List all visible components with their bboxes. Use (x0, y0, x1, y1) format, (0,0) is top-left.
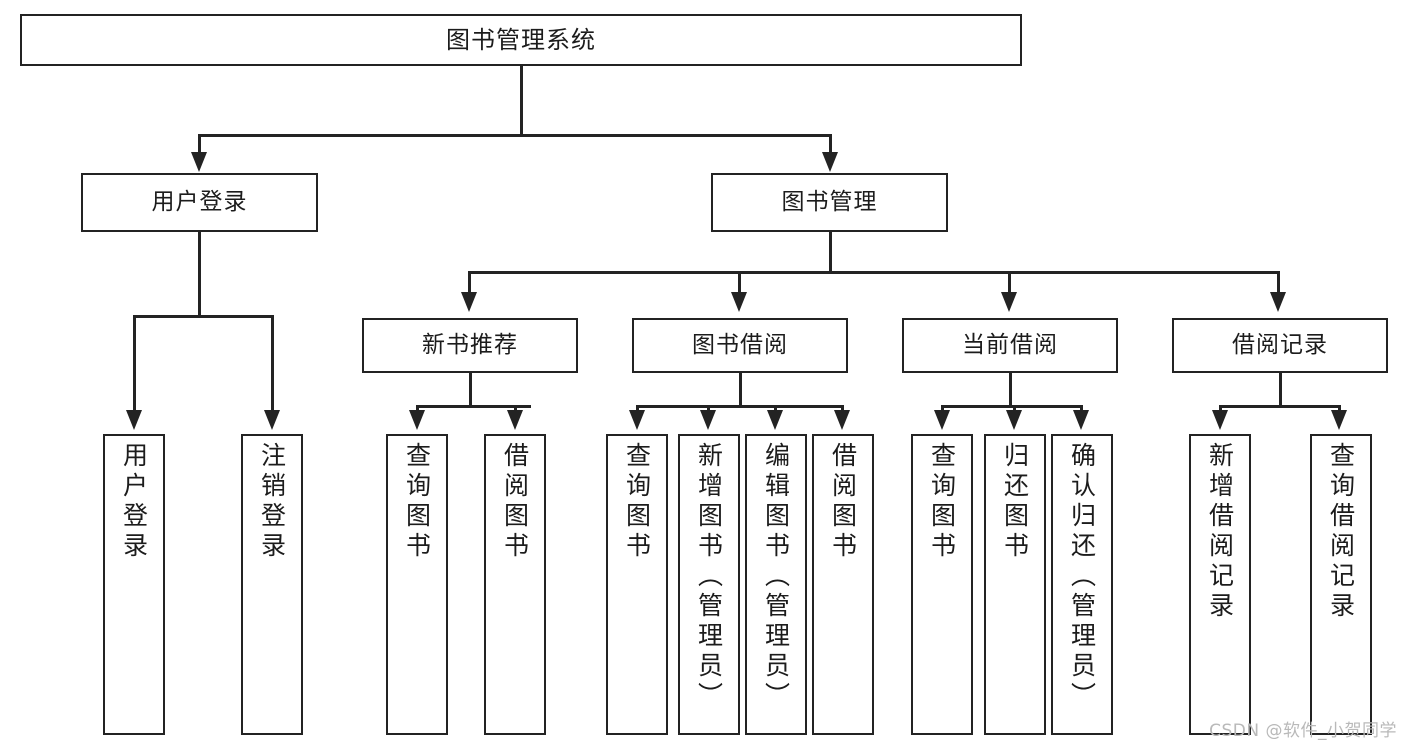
node-leaf-borrow-book-1[interactable]: 借阅图书 (484, 434, 546, 735)
node-label: 新增图书（管理员） (694, 442, 724, 712)
node-label: 用户登录 (151, 188, 248, 215)
connector-bb-bus (636, 405, 844, 408)
arrow-to-leaf-query-book-3 (934, 410, 950, 430)
connector-nbr-bus (416, 405, 531, 408)
node-label: 归还图书 (1000, 442, 1030, 562)
connector-br-leg-2 (1338, 405, 1341, 413)
arrow-to-borrow-record (1270, 292, 1286, 312)
node-leaf-borrow-book-2[interactable]: 借阅图书 (812, 434, 874, 735)
node-label: 借阅图书 (500, 442, 530, 562)
node-label: 编辑图书（管理员） (761, 442, 791, 712)
connector-user-login-leg-2 (271, 315, 274, 413)
arrow-to-leaf-confirm-return (1073, 410, 1089, 430)
node-label: 查询图书 (402, 442, 432, 562)
connector-bb-stem (739, 373, 742, 408)
node-label: 用户登录 (119, 442, 149, 562)
connector-root-bus (198, 134, 832, 137)
watermark-text: CSDN @软件_小贺同学 (1209, 721, 1397, 741)
connector-br-bus (1219, 405, 1341, 408)
node-leaf-query-book-1[interactable]: 查询图书 (386, 434, 448, 735)
arrow-to-leaf-query-book-2 (629, 410, 645, 430)
connector-bm-leg-4 (1277, 271, 1280, 295)
arrow-to-new-book-recommend (461, 292, 477, 312)
connector-cb-leg-3 (1080, 405, 1083, 413)
arrow-to-leaf-edit-book (767, 410, 783, 430)
arrow-to-book-management (822, 152, 838, 172)
node-label: 确认归还（管理员） (1067, 442, 1097, 712)
node-current-borrow[interactable]: 当前借阅 (902, 318, 1118, 373)
node-user-login[interactable]: 用户登录 (81, 173, 318, 232)
node-new-book-recommend[interactable]: 新书推荐 (362, 318, 578, 373)
node-leaf-return-book[interactable]: 归还图书 (984, 434, 1046, 735)
connector-bm-leg-1 (468, 271, 471, 295)
node-label: 借阅记录 (1232, 331, 1328, 358)
arrow-to-leaf-add-book (700, 410, 716, 430)
arrow-to-leaf-user-login (126, 410, 142, 430)
node-label: 查询图书 (927, 442, 957, 562)
connector-cb-bus (941, 405, 1083, 408)
node-leaf-query-record[interactable]: 查询借阅记录 (1310, 434, 1372, 735)
arrow-to-book-borrow (731, 292, 747, 312)
node-book-borrow[interactable]: 图书借阅 (632, 318, 848, 373)
node-label: 当前借阅 (962, 331, 1058, 358)
arrow-to-user-login (191, 152, 207, 172)
connector-root-leg-left (198, 134, 201, 156)
node-root-system[interactable]: 图书管理系统 (20, 14, 1022, 66)
node-book-management[interactable]: 图书管理 (711, 173, 948, 232)
connector-nbr-stem (469, 373, 472, 408)
connector-book-management-stem (829, 232, 832, 274)
arrow-to-leaf-user-logout (264, 410, 280, 430)
arrow-to-leaf-query-record (1331, 410, 1347, 430)
connector-book-management-bus (468, 271, 1280, 274)
arrow-to-leaf-add-record (1212, 410, 1228, 430)
connector-bb-leg-2 (707, 405, 710, 413)
node-leaf-user-login[interactable]: 用户登录 (103, 434, 165, 735)
connector-cb-leg-2 (1013, 405, 1016, 413)
arrow-to-current-borrow (1001, 292, 1017, 312)
connector-bm-leg-2 (738, 271, 741, 295)
connector-root-stem (520, 66, 523, 136)
arrow-to-leaf-query-book-1 (409, 410, 425, 430)
connector-bm-leg-3 (1008, 271, 1011, 295)
arrow-to-leaf-borrow-book-1 (507, 410, 523, 430)
connector-nbr-leg-1 (416, 405, 419, 413)
connector-root-leg-right (829, 134, 832, 156)
node-label: 新书推荐 (422, 331, 518, 358)
connector-user-login-leg-1 (133, 315, 136, 413)
node-leaf-confirm-return[interactable]: 确认归还（管理员） (1051, 434, 1113, 735)
node-label: 新增借阅记录 (1205, 442, 1235, 622)
node-leaf-query-book-2[interactable]: 查询图书 (606, 434, 668, 735)
connector-br-stem (1279, 373, 1282, 408)
node-borrow-record[interactable]: 借阅记录 (1172, 318, 1388, 373)
connector-bb-leg-1 (636, 405, 639, 413)
node-label: 注销登录 (257, 442, 287, 562)
connector-bb-leg-4 (841, 405, 844, 413)
node-leaf-add-record[interactable]: 新增借阅记录 (1189, 434, 1251, 735)
node-label: 查询借阅记录 (1326, 442, 1356, 622)
arrow-to-leaf-borrow-book-2 (834, 410, 850, 430)
connector-user-login-stem (198, 232, 201, 318)
connector-cb-stem (1009, 373, 1012, 408)
connector-bb-leg-3 (774, 405, 777, 413)
node-label: 图书管理系统 (446, 25, 596, 54)
node-leaf-add-book[interactable]: 新增图书（管理员） (678, 434, 740, 735)
node-label: 图书管理 (781, 188, 878, 215)
node-leaf-edit-book[interactable]: 编辑图书（管理员） (745, 434, 807, 735)
connector-nbr-leg-2 (514, 405, 517, 413)
node-leaf-query-book-3[interactable]: 查询图书 (911, 434, 973, 735)
node-label: 查询图书 (622, 442, 652, 562)
node-leaf-user-logout[interactable]: 注销登录 (241, 434, 303, 735)
arrow-to-leaf-return-book (1006, 410, 1022, 430)
node-label: 图书借阅 (692, 331, 788, 358)
connector-br-leg-1 (1219, 405, 1222, 413)
connector-cb-leg-1 (941, 405, 944, 413)
connector-user-login-bus (133, 315, 273, 318)
node-label: 借阅图书 (828, 442, 858, 562)
